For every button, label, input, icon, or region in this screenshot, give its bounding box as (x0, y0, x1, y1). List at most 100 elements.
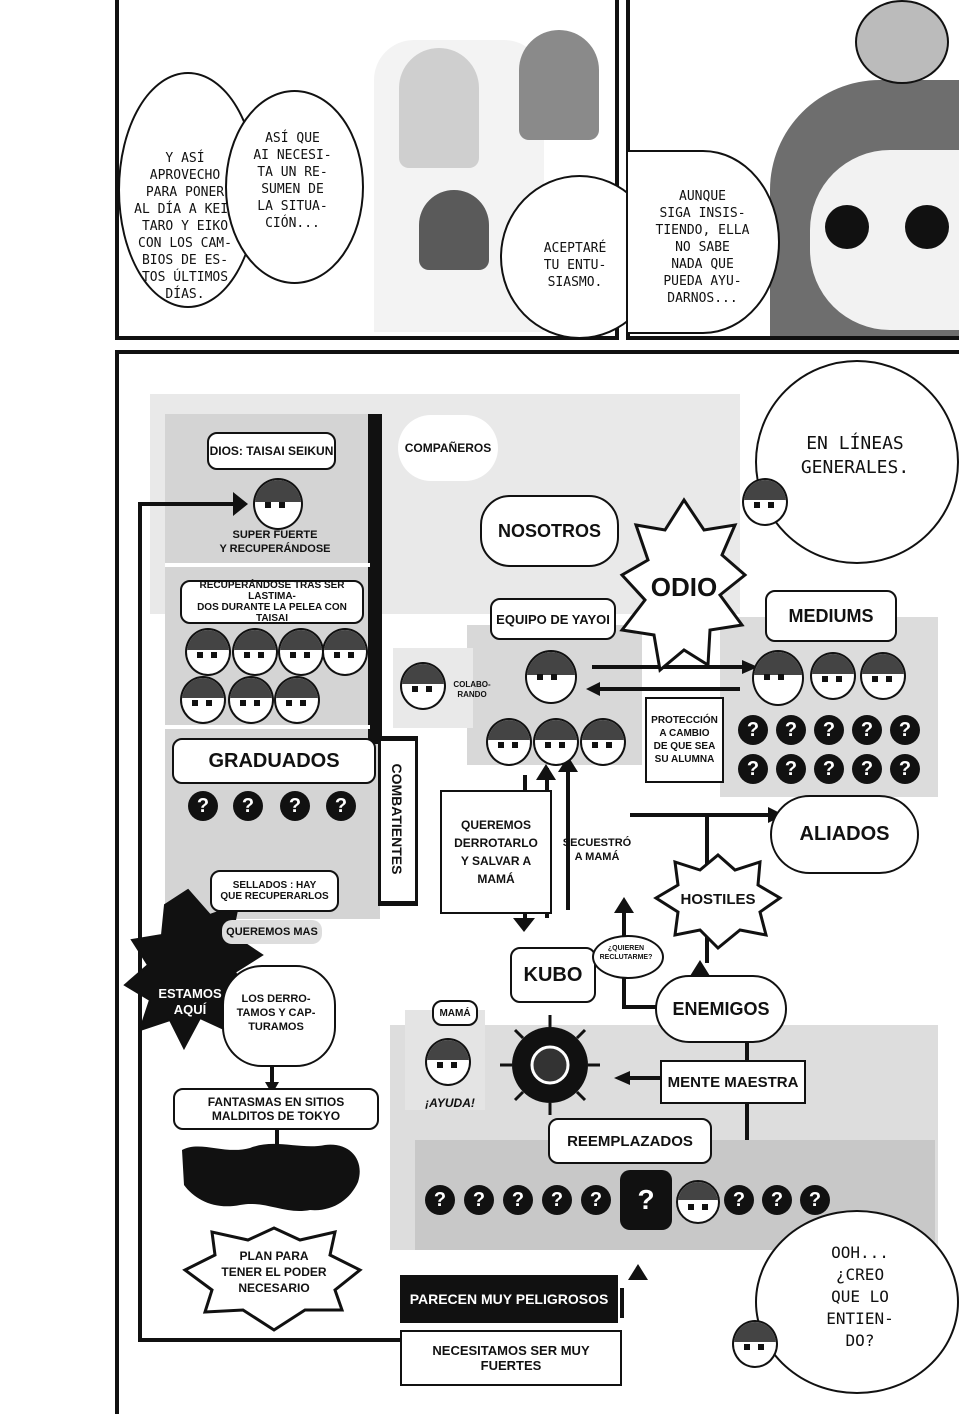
fighter-face-6 (228, 676, 274, 724)
line-enemigos-h (622, 1005, 667, 1009)
sellados-label: SELLADOS : HAY QUE RECUPERARLOS (210, 870, 339, 912)
line-bottom (138, 1338, 400, 1342)
medium-unknown-6: ? (738, 754, 768, 784)
mediums-label: MEDIUMS (765, 590, 897, 642)
divider-2 (165, 725, 370, 729)
odio-label: ODIO (650, 572, 718, 602)
hair-bun (855, 0, 949, 84)
graduado-unknown-2: ? (233, 791, 263, 821)
equipo-yayoi-label: EQUIPO DE YAYOI (490, 598, 616, 640)
replaced-unknown-5: ? (581, 1185, 611, 1215)
medium-unknown-2: ? (776, 715, 806, 745)
line-aliados (630, 813, 770, 817)
medium-face-1 (752, 650, 804, 706)
taisai-face (253, 478, 303, 530)
ayuda-label: ¡AYUDA! (425, 1096, 475, 1110)
line-left-vertical (138, 502, 142, 1342)
dios-label: DIOS: TAISAI SEIKUN (207, 432, 336, 470)
replaced-unknown-6: ? (724, 1185, 754, 1215)
speech-bubble-far-right (626, 150, 780, 334)
los-derrotamos-label: LOS DERRO- TAMOS Y CAP- TURAMOS (236, 993, 316, 1033)
narrator-face-bottom (732, 1320, 778, 1368)
speech-bubble-bottom (755, 1210, 959, 1394)
team-face-3 (580, 718, 626, 766)
medium-unknown-3: ? (814, 715, 844, 745)
medium-unknown-7: ? (776, 754, 806, 784)
speech-text-bottom: OOH... ¿CREO QUE LO ENTIEN- DO? (826, 1243, 894, 1350)
line-graduados-down (270, 1060, 274, 1085)
fighter-face-3 (278, 628, 324, 676)
line-mediums-yayoi (600, 687, 740, 691)
character-hair (399, 48, 479, 168)
replaced-unknown-2: ? (464, 1185, 494, 1215)
fuertes-label: NECESITAMOS SER MUY FUERTES (400, 1330, 622, 1386)
graduado-unknown-1: ? (188, 791, 218, 821)
line-fantasmas-down (275, 1130, 279, 1145)
estamos-aqui-label: ESTAMOS AQUÍ (158, 986, 222, 1017)
collaborator-face (400, 662, 446, 710)
quieren-reclutarme-bubble (592, 935, 664, 979)
los-derrotamos-bubble (222, 965, 336, 1067)
plan-label: PLAN PARA TENER EL PODER NECESARIO (221, 1249, 327, 1295)
tokyo-map (182, 1143, 360, 1212)
speech-bubble-middle (225, 90, 364, 284)
colaborando-label: COLABO- RANDO (453, 680, 491, 699)
quieren-reclutarme-label: ¿QUIEREN RECLUTARME? (599, 945, 653, 961)
line-yayoi-mediums (592, 665, 742, 669)
combatientes-label-box (380, 740, 416, 902)
medium-unknown-10: ? (890, 754, 920, 784)
speech-text-right: ACEPTARÉ TU ENTU- SIASMO. (543, 241, 607, 290)
replaced-unknown-7: ? (762, 1185, 792, 1215)
fighter-face-1 (185, 628, 231, 676)
graduado-unknown-3: ? (280, 791, 310, 821)
speech-text-far-right: AUNQUE SIGA INSIS- TIENDO, ELLA NO SABE … (655, 189, 750, 306)
queremos-derrotarlo-label: QUEREMOS DERROTARLO Y SALVAR A MAMÁ (440, 790, 552, 914)
yayoi-face (525, 650, 577, 704)
team-face-2 (533, 718, 579, 766)
medium-face-2 (810, 652, 856, 700)
graduado-unknown-4: ? (326, 791, 356, 821)
enemigos-label: ENEMIGOS (655, 975, 787, 1043)
skull-eye-right (905, 205, 949, 249)
medium-unknown-9: ? (852, 754, 882, 784)
companeros-label: COMPAÑEROS (398, 415, 498, 481)
odio-burst (619, 497, 748, 673)
replaced-unknown-large: ? (620, 1170, 672, 1230)
character-hair-3 (419, 190, 489, 270)
combatientes-frame (368, 414, 382, 744)
peligrosos-label: PARECEN MUY PELIGROSOS (400, 1275, 618, 1323)
narrator-face-top (742, 478, 788, 526)
aliados-label: ALIADOS (770, 795, 919, 874)
team-face-1 (486, 718, 532, 766)
replaced-unknown-3: ? (503, 1185, 533, 1215)
speech-bubble-top (755, 360, 959, 564)
fighter-face-7 (274, 676, 320, 724)
mama-face (425, 1038, 471, 1086)
fighter-face-4 (322, 628, 368, 676)
speech-text-left: Y ASÍ APROVECHO PARA PONER AL DÍA A KEI-… (134, 151, 236, 302)
fighter-face-5 (180, 676, 226, 724)
proteccion-label: PROTECCIÓN A CAMBIO DE QUE SEA SU ALUMNA (645, 697, 724, 783)
reemplazados-label: REEMPLAZADOS (548, 1118, 712, 1164)
divider-1 (165, 563, 370, 567)
hostiles-burst (653, 853, 783, 951)
speech-text-middle: ASÍ QUE AI NECESI- TA UN RE- SUMEN DE LA… (253, 131, 332, 231)
nosotros-label: NOSOTROS (480, 495, 619, 567)
medium-unknown-1: ? (738, 715, 768, 745)
medium-unknown-4: ? (852, 715, 882, 745)
replaced-unknown-4: ? (542, 1185, 572, 1215)
speech-text-top: EN LÍNEAS GENERALES. (800, 433, 910, 478)
plan-burst (182, 1226, 363, 1332)
fantasmas-label: FANTASMAS EN SITIOS MALDITOS DE TOKYO (173, 1088, 379, 1130)
secuestro-label: SECUESTRÓ A MAMÁ (562, 837, 632, 863)
fighter-face-2 (232, 628, 278, 676)
medium-face-3 (860, 652, 906, 700)
mama-label: MAMÁ (432, 1000, 478, 1026)
replaced-unknown-8: ? (800, 1185, 830, 1215)
dios-caption: SUPER FUERTE Y RECUPERÁNDOSE (219, 529, 331, 555)
replaced-face (676, 1180, 720, 1224)
line-left-top (138, 502, 233, 506)
kubo-label: KUBO (510, 947, 596, 1003)
line-to-kubo-right (620, 1288, 624, 1318)
